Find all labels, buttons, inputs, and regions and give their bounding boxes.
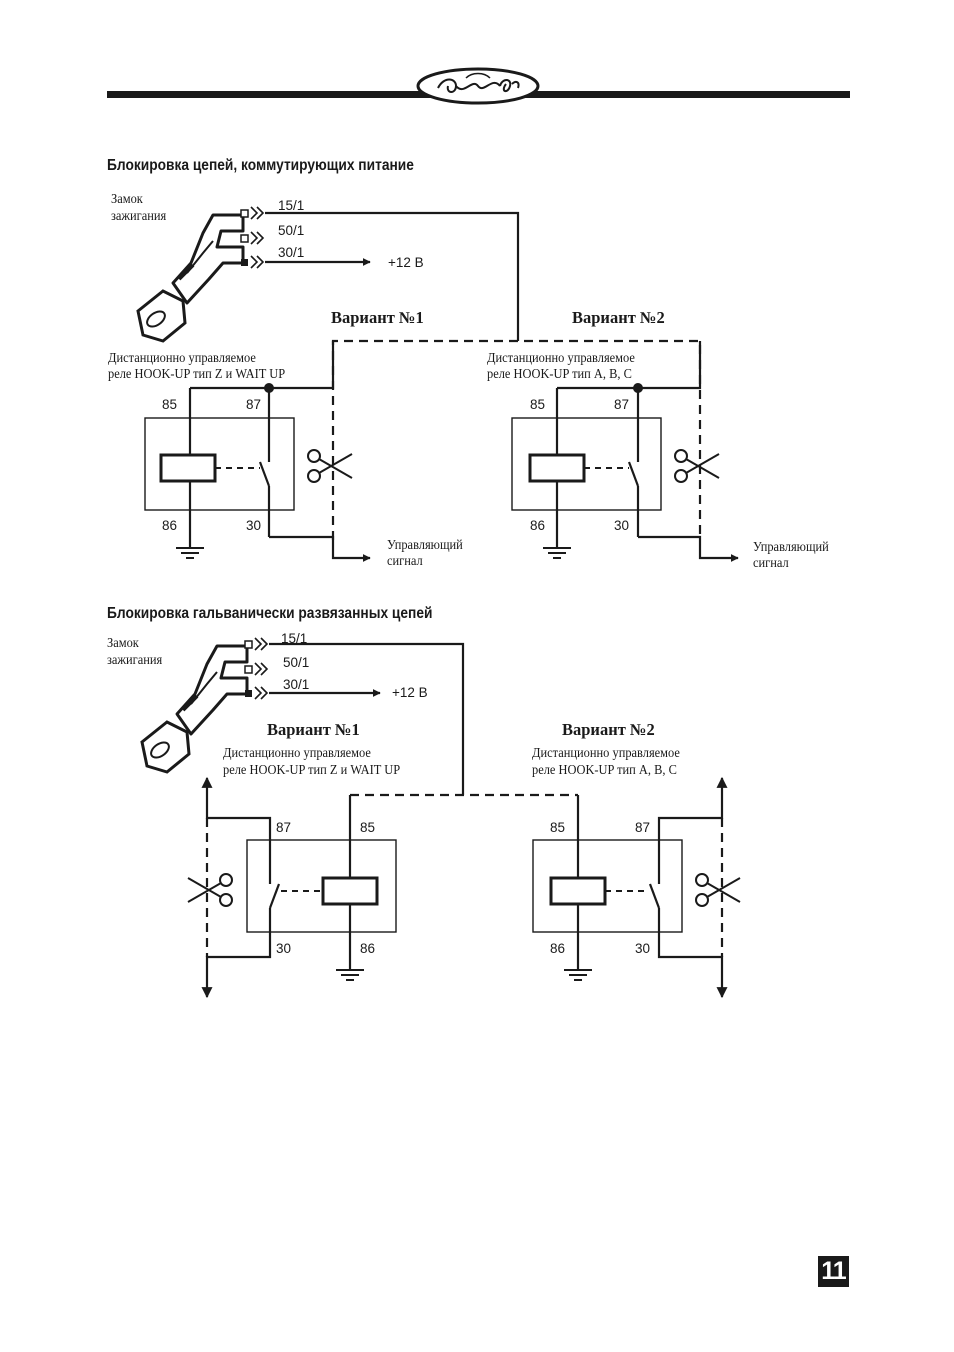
s1-ignition-key-icon — [136, 205, 265, 343]
s2-terminal-30-1: 30/1 — [283, 677, 310, 692]
s2-v2-relay-desc-line1: Дистанционно управляемое — [532, 745, 680, 760]
s2-v2-pin-87: 87 — [635, 820, 651, 835]
s2-v1-relay-desc-line2: реле HOOK-UP тип Z и WAIT UP — [223, 762, 401, 777]
s2-v1-pin-86: 86 — [360, 941, 376, 956]
s2-v1-pin-85: 85 — [360, 820, 376, 835]
s1-v2-output-label-line2: сигнал — [753, 555, 789, 570]
s2-v1-relay-desc-line1: Дистанционно управляемое — [223, 745, 371, 760]
s1-v1-relay-desc-line1: Дистанционно управляемое — [108, 350, 256, 365]
section-2-title: Блокировка гальванически развязанных цеп… — [107, 605, 433, 622]
s2-supply-label: +12 В — [392, 685, 428, 700]
s2-v2-relay-desc-line2: реле HOOK-UP тип A, B, C — [532, 762, 677, 777]
s2-v1-pin-87: 87 — [276, 820, 292, 835]
s2-v1-pin-30: 30 — [276, 941, 292, 956]
s1-v2-pin-30: 30 — [614, 518, 630, 533]
s2-v2-pin-86: 86 — [550, 941, 566, 956]
s1-v1-output-label-line1: Управляющий — [387, 537, 463, 552]
s1-v2-output-label-line1: Управляющий — [753, 539, 829, 554]
s1-v2-pin-85: 85 — [530, 397, 546, 412]
s1-v1-output-label-line2: сигнал — [387, 553, 423, 568]
s1-variant-1-title: Вариант №1 — [331, 308, 424, 327]
s2-ignition-label-line1: Замок — [107, 635, 139, 650]
s1-v1-pin-86: 86 — [162, 518, 178, 533]
s1-v1-relay-desc-line2: реле HOOK-UP тип Z и WAIT UP — [108, 366, 286, 381]
s2-v1-scissors-icon — [187, 873, 233, 907]
s2-variant-1-title: Вариант №1 — [267, 720, 360, 739]
ignition-label-line2: зажигания — [111, 208, 167, 223]
s2-ignition-key-icon — [140, 636, 269, 774]
s1-v1-pin-30: 30 — [246, 518, 262, 533]
page-number: 11 — [818, 1256, 849, 1287]
s2-v2-scissors-icon — [695, 873, 741, 907]
s2-v2-pin-85: 85 — [550, 820, 566, 835]
terminal-15-1: 15/1 — [278, 198, 305, 213]
s1-v2-pin-87: 87 — [614, 397, 630, 412]
s1-v1-pin-87: 87 — [246, 397, 262, 412]
s1-v2-relay-desc-line1: Дистанционно управляемое — [487, 350, 635, 365]
s2-terminal-50-1: 50/1 — [283, 655, 310, 670]
s2-variant-2-title: Вариант №2 — [562, 720, 655, 739]
s1-v1-pin-85: 85 — [162, 397, 178, 412]
s1-v2-relay-desc-line2: реле HOOK-UP тип A, B, C — [487, 366, 632, 381]
s2-v2-pin-30: 30 — [635, 941, 651, 956]
supply-label: +12 В — [388, 255, 424, 270]
s1-v2-scissors-icon — [674, 449, 720, 483]
s1-v2-pin-86: 86 — [530, 518, 546, 533]
s2-ignition-label-line2: зажигания — [107, 652, 163, 667]
ornament-icon — [416, 67, 540, 105]
terminal-30-1: 30/1 — [278, 245, 305, 260]
s2-terminal-15-1: 15/1 — [281, 631, 308, 646]
s1-variant-2-title: Вариант №2 — [572, 308, 665, 327]
section-1-title: Блокировка цепей, коммутирующих питание — [107, 157, 414, 174]
ignition-label-line1: Замок — [111, 191, 143, 206]
terminal-50-1: 50/1 — [278, 223, 305, 238]
s1-v1-scissors-icon — [307, 449, 353, 483]
